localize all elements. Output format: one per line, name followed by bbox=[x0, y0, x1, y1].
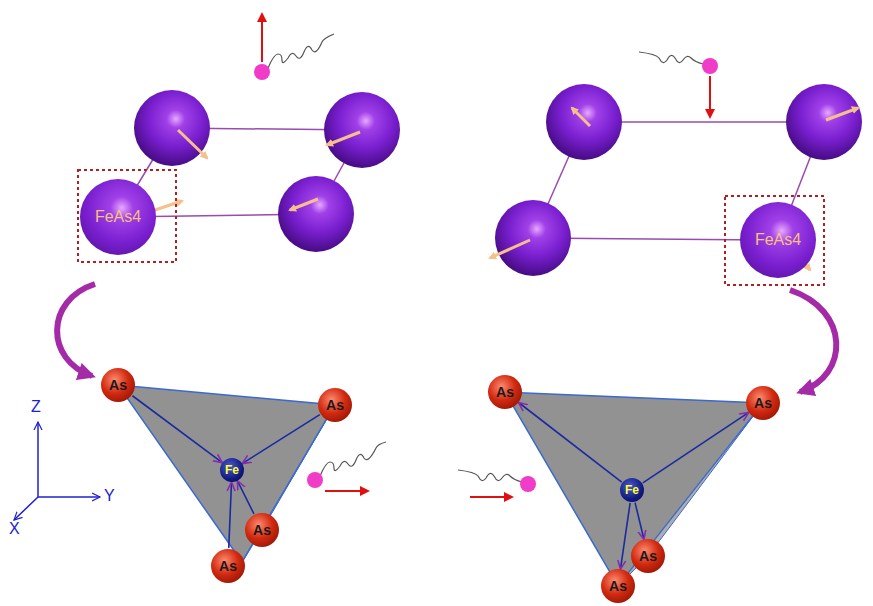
atom-label: As bbox=[219, 558, 237, 574]
axis-label: Y bbox=[104, 487, 115, 505]
iron-atom: Fe bbox=[220, 458, 244, 482]
axis-label: Z bbox=[31, 398, 41, 416]
atom-label: FeAs4 bbox=[755, 231, 801, 249]
iron-site-sphere: FeAs4 bbox=[80, 179, 156, 255]
atom-label: As bbox=[326, 397, 344, 413]
bond-displacement-arrow bbox=[519, 403, 621, 482]
tetrahedron bbox=[118, 385, 763, 586]
arsenic-atom: As bbox=[631, 539, 665, 573]
bond-displacement-arrow bbox=[643, 413, 748, 483]
lattice-lines bbox=[118, 122, 824, 240]
arsenic-atom: As bbox=[318, 388, 352, 422]
bond-displacement-arrow bbox=[229, 483, 232, 548]
atom-label: Fe bbox=[625, 483, 639, 497]
dashed-box bbox=[78, 170, 824, 285]
bond-displacement-arrow bbox=[635, 503, 644, 539]
bond-displacement-arrow bbox=[132, 396, 221, 462]
arsenic-atom: As bbox=[601, 569, 635, 603]
axis-label: X bbox=[9, 520, 20, 538]
zoom-arrow bbox=[57, 284, 836, 392]
axes bbox=[14, 422, 100, 520]
atom-label: As bbox=[496, 384, 514, 400]
atom-label: As bbox=[109, 377, 127, 393]
bond-displacement-arrow bbox=[621, 503, 631, 568]
atom-label: As bbox=[253, 522, 271, 538]
arsenic-atom: As bbox=[101, 368, 135, 402]
arsenic-atom: As bbox=[488, 375, 522, 409]
iron-site-sphere: FeAs4 bbox=[740, 202, 816, 278]
bond-displacement-arrow bbox=[243, 415, 320, 463]
atom-label: As bbox=[609, 578, 627, 594]
atom-label: Fe bbox=[225, 463, 239, 477]
arsenic-atom: As bbox=[746, 386, 780, 420]
atom-label: As bbox=[639, 548, 657, 564]
atom-label: As bbox=[754, 395, 772, 411]
bond-displacement-arrow bbox=[238, 482, 254, 514]
arsenic-atom: As bbox=[211, 549, 245, 583]
iron-atom: Fe bbox=[620, 478, 644, 502]
arsenic-atom: As bbox=[245, 513, 279, 547]
atom-label: FeAs4 bbox=[95, 208, 141, 226]
